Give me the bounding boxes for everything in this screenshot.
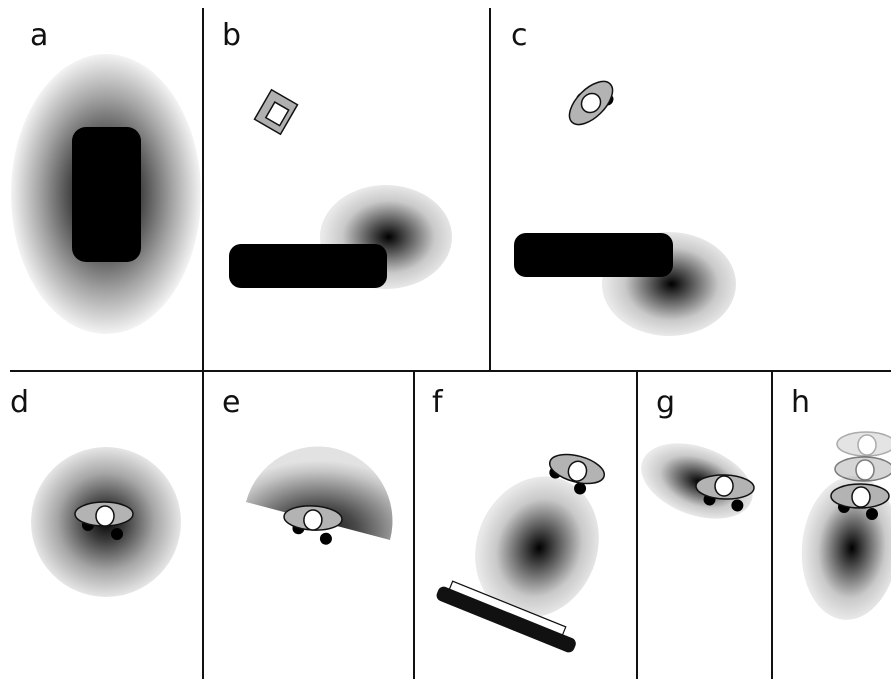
panel-label-e: e xyxy=(222,385,240,420)
panel-label-g: g xyxy=(656,385,675,420)
object-block xyxy=(229,244,387,288)
person-icon xyxy=(695,474,755,512)
person-icon xyxy=(830,483,890,520)
panel-f xyxy=(436,453,606,653)
panel-dividers xyxy=(10,8,891,679)
panel-label-a: a xyxy=(30,18,48,53)
shade-region xyxy=(475,476,599,618)
panel-label-d: d xyxy=(10,385,29,420)
panel-label-c: c xyxy=(511,18,528,53)
panel-label-b: b xyxy=(222,18,241,53)
panel-e xyxy=(246,446,393,545)
panel-a xyxy=(11,54,201,334)
panel-d xyxy=(31,447,181,597)
person-icon xyxy=(283,505,343,545)
person-icon-ghost-2 xyxy=(836,431,891,457)
object-block xyxy=(72,127,141,262)
panel-label-f: f xyxy=(432,385,444,420)
panel-label-h: h xyxy=(791,385,810,420)
object-block xyxy=(514,233,673,277)
person-icon xyxy=(74,501,134,540)
panel-g xyxy=(641,443,755,519)
panel-b xyxy=(229,88,452,289)
person-icon-ghost-1 xyxy=(834,456,891,482)
shade-region xyxy=(246,446,393,540)
person-icon xyxy=(548,453,606,495)
panel-c xyxy=(514,80,736,336)
person-icon xyxy=(568,80,614,126)
shade-region xyxy=(641,443,753,519)
camera-icon xyxy=(253,88,299,136)
object-board xyxy=(436,580,576,653)
panel-h xyxy=(801,431,891,620)
